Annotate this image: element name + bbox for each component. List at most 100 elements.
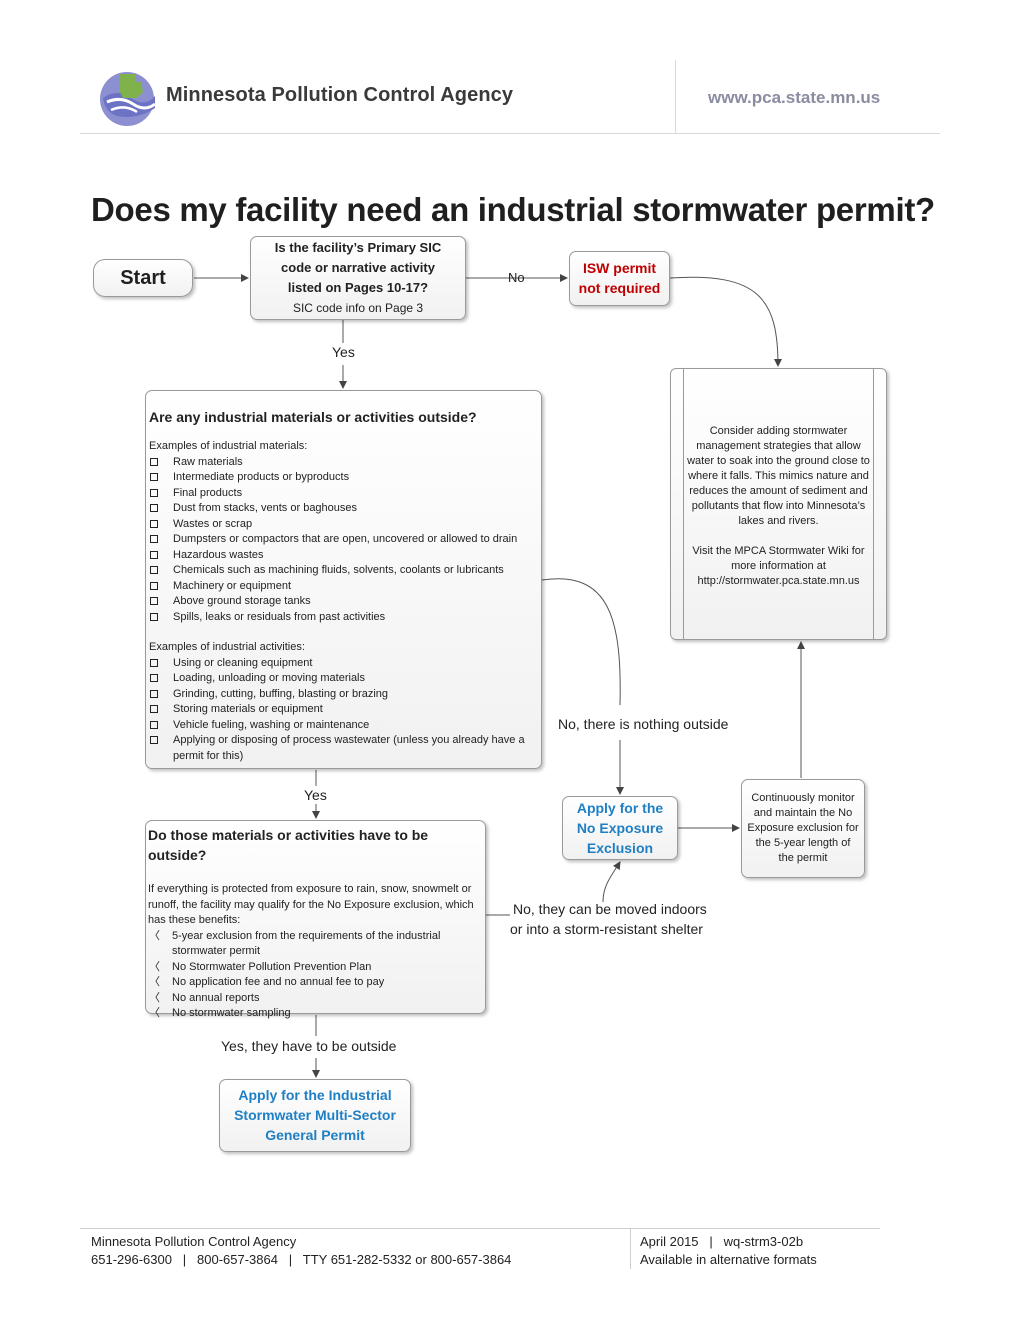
msgp-line2: Stormwater Multi-Sector (234, 1107, 396, 1123)
benefit-item: 〈 No stormwater sampling (148, 1006, 484, 1022)
benefits-list: 〈 5-year exclusion from the requirements … (148, 929, 484, 1022)
activity-item: Vehicle fueling, washing or maintenance (149, 718, 541, 734)
activity-item: Storing materials or equipment (149, 702, 541, 718)
material-item-text: Spills, leaks or residuals from past act… (173, 610, 386, 623)
material-item: Dust from stacks, vents or baghouses (149, 501, 541, 517)
q1-line1: Is the facility’s Primary SIC (274, 240, 442, 255)
label-moved-indoors-1: No, they can be moved indoors (513, 901, 707, 917)
label-yes-2: Yes (304, 787, 327, 803)
material-item-text: Raw materials (173, 455, 243, 468)
benefit-item-text: No application fee and no annual fee to … (172, 976, 385, 988)
apply-multi-sector-permit: Apply for the Industrial Stormwater Mult… (219, 1079, 411, 1152)
material-item-text: Machinery or equipment (173, 579, 292, 592)
material-item: Chemicals such as machining fluids, solv… (149, 563, 541, 579)
arrow-q3-no (602, 861, 621, 903)
material-item-text: Above ground storage tanks (173, 595, 311, 607)
checkbox-icon (150, 612, 158, 621)
q2-heading: Are any industrial materials or activiti… (149, 409, 477, 425)
activity-item: Applying or disposing of process wastewa… (149, 733, 541, 764)
material-item: Hazardous wastes (149, 548, 541, 564)
angle-bullet-icon: 〈 (149, 1007, 160, 1019)
header-rule (80, 133, 940, 134)
arrow-not-required-to-note (669, 276, 782, 367)
activity-item-text: Using or cleaning equipment (173, 656, 313, 669)
material-item: Dumpsters or compactors that are open, u… (149, 532, 541, 548)
activity-item-text: Loading, unloading or moving materials (173, 672, 366, 684)
apply-no-exposure-exclusion: Apply for the No Exposure Exclusion (562, 796, 678, 860)
materials-heading: Examples of industrial materials: (149, 440, 308, 452)
monitor-line1: Continuously monitor (751, 792, 855, 804)
footer-date-doc: April 2015 | wq-strm3-02b (640, 1234, 804, 1249)
activity-item: Loading, unloading or moving materials (149, 671, 541, 687)
angle-bullet-icon: 〈 (149, 929, 160, 942)
footer-org: Minnesota Pollution Control Agency (91, 1234, 297, 1249)
checkbox-icon (150, 674, 158, 682)
benefit-item: 〈 5-year exclusion from the requirements … (148, 929, 484, 960)
benefit-item-text: 5-year exclusion from the requirements o… (172, 929, 441, 958)
material-item: Intermediate products or byproducts (149, 470, 541, 486)
checkbox-icon (150, 658, 158, 667)
result-not-required: ISW permit not required (569, 251, 670, 306)
arrow-q2-no-top (541, 578, 621, 706)
checkbox-icon (150, 705, 158, 713)
material-item-text: Final products (173, 486, 243, 499)
benefit-item: 〈No application fee and no annual fee to… (148, 975, 484, 991)
benefit-item: 〈No annual reports (148, 991, 484, 1007)
material-item: Raw materials (149, 455, 541, 471)
activity-item-text: Storing materials or equipment (173, 703, 323, 715)
checkbox-icon (150, 736, 158, 744)
no-exposure-line2: No Exposure (576, 820, 664, 836)
q3-heading-line1: Do those materials or activities have to… (148, 827, 429, 843)
checkbox-icon (150, 535, 158, 543)
activity-item-text: Grinding, cutting, buffing, blasting or … (173, 687, 389, 700)
activity-item-text: Applying or disposing of process wastewa… (173, 734, 525, 762)
activity-item: Using or cleaning equipment (149, 656, 541, 672)
label-nothing-outside: No, there is nothing outside (558, 716, 729, 732)
benefit-item-text: No Stormwater Pollution Prevention Plan (172, 960, 372, 973)
monitor-line4: the 5-year length of (755, 837, 851, 849)
q1-note: SIC code info on Page 3 (292, 301, 424, 315)
angle-bullet-icon: 〈 (149, 960, 160, 973)
q3-intro: If everything is protected from exposure… (148, 883, 474, 926)
checkbox-icon (150, 473, 158, 481)
msgp-line3: General Permit (265, 1127, 365, 1143)
material-item-text: Hazardous wastes (173, 548, 264, 561)
org-name: Minnesota Pollution Control Agency (166, 84, 514, 106)
footer-divider (630, 1229, 631, 1269)
no-exposure-line1: Apply for the (576, 800, 664, 816)
website-url[interactable]: www.pca.state.mn.us (708, 88, 881, 107)
activity-item-text: Vehicle fueling, washing or maintenance (173, 718, 370, 731)
question-sic-code: Is the facility’s Primary SIC code or na… (250, 236, 466, 320)
q1-line3: listed on Pages 10-17? (287, 280, 429, 295)
footer-formats: Available in alternative formats (640, 1252, 817, 1267)
material-item: Machinery or equipment (149, 579, 541, 595)
material-item: Wastes or scrap (149, 517, 541, 533)
label-no: No (508, 270, 525, 285)
footer-phones: 651-296-6300 | 800-657-3864 | TTY 651-28… (91, 1252, 512, 1267)
material-item-text: Dust from stacks, vents or baghouses (173, 502, 358, 514)
angle-bullet-icon: 〈 (149, 991, 160, 1004)
question-materials-outside: Are any industrial materials or activiti… (145, 390, 542, 769)
checkbox-icon (150, 519, 158, 528)
material-item-text: Wastes or scrap (173, 517, 253, 530)
activity-item: Grinding, cutting, buffing, blasting or … (149, 687, 541, 703)
benefit-item-text: No stormwater sampling (172, 1007, 291, 1019)
checkbox-icon (150, 720, 158, 729)
activities-heading: Examples of industrial activities: (149, 641, 305, 653)
material-item: Spills, leaks or residuals from past act… (149, 610, 541, 626)
footer-rule (80, 1228, 880, 1229)
not-required-line1: ISW permit (582, 260, 657, 276)
benefit-item: 〈 No Stormwater Pollution Prevention Plan (148, 960, 484, 976)
start-node: Start (93, 259, 193, 297)
stormwater-tip-note: Consider adding stormwater management st… (670, 368, 887, 640)
not-required-line2: not required (578, 280, 661, 296)
label-moved-indoors-2: or into a storm-resistant shelter (510, 921, 703, 937)
checkbox-icon (150, 597, 158, 605)
no-exposure-line3: Exclusion (586, 840, 654, 856)
label-have-outside: Yes, they have to be outside (221, 1038, 397, 1054)
q3-heading-line2: outside? (148, 847, 207, 863)
material-item-text: Dumpsters or compactors that are open, u… (173, 533, 518, 545)
